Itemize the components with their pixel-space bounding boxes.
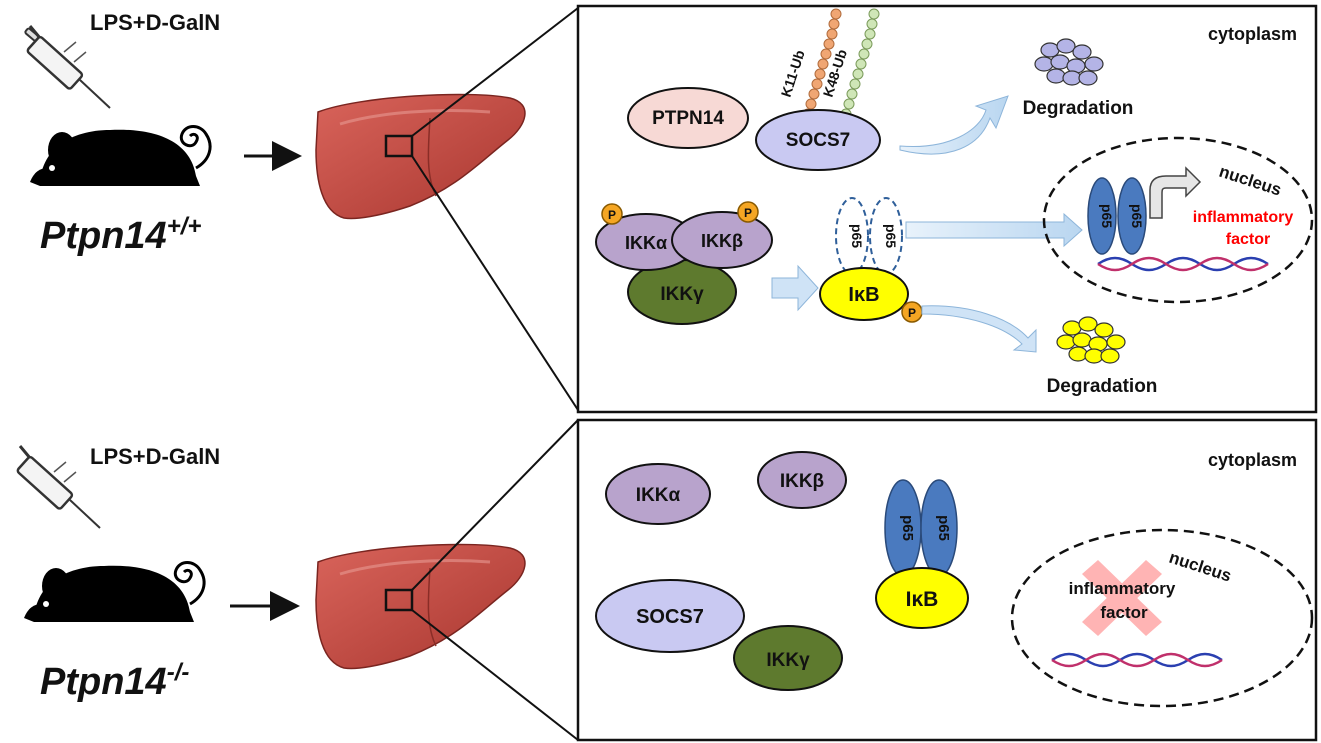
ikka-label-bottom: IKKα bbox=[636, 485, 681, 506]
genotype-label-top: Ptpn14+/+ bbox=[40, 213, 201, 257]
phospho-ikka: P bbox=[601, 203, 623, 225]
genotype-label-bottom: Ptpn14-/- bbox=[40, 659, 189, 703]
k48-ub-chain bbox=[840, 8, 880, 120]
ikkb-protein-bottom bbox=[757, 451, 847, 509]
phospho-ikb: P bbox=[901, 301, 923, 323]
svg-text:P: P bbox=[608, 208, 616, 222]
treatment-label-bottom: LPS+D-GalN bbox=[90, 444, 220, 469]
liver-icon-top bbox=[315, 93, 526, 220]
p65-bottom-label-2: p65 bbox=[935, 515, 952, 541]
ikkg-label-bottom: IKKγ bbox=[766, 650, 810, 671]
p65-bottom-label-1: p65 bbox=[899, 515, 916, 541]
degradation-label-top: Degradation bbox=[1023, 98, 1134, 119]
block-x-icon bbox=[1082, 560, 1162, 636]
socs7-protein-top bbox=[755, 109, 881, 171]
zoom-line-bottom-1 bbox=[411, 419, 579, 591]
socs7-protein-bottom bbox=[595, 579, 745, 653]
nucleus-bottom bbox=[1010, 528, 1314, 708]
arrow-p65-to-nucleus bbox=[905, 212, 1083, 248]
ptpn14-protein bbox=[627, 87, 749, 149]
arrow-ikb-degradation bbox=[921, 305, 1037, 353]
syringe-icon-bottom bbox=[16, 445, 101, 529]
cytoplasm-box-top bbox=[576, 4, 1318, 414]
ikkg-label-top: IKKγ bbox=[660, 284, 704, 305]
arrow-socs7-degradation bbox=[899, 95, 1009, 155]
socs7-label-top: SOCS7 bbox=[786, 130, 850, 151]
ikka-protein-bottom bbox=[605, 463, 711, 525]
dna-helix-bottom bbox=[1051, 652, 1223, 668]
factor-label-bottom: factor bbox=[1100, 603, 1148, 622]
ikkb-protein-top bbox=[671, 211, 773, 269]
degradation-label-ikb: Degradation bbox=[1047, 376, 1158, 397]
p65-nuclear-label-2: p65 bbox=[1129, 204, 1145, 228]
cytoplasm-label-bottom: cytoplasm bbox=[1208, 450, 1297, 470]
ikkg-protein-bottom bbox=[733, 625, 843, 691]
arrow-ikk-to-ikb bbox=[771, 264, 819, 312]
ptpn14-label: PTPN14 bbox=[652, 108, 724, 129]
ikkb-label-top: IKKβ bbox=[701, 231, 743, 251]
ikka-label-top: IKKα bbox=[625, 233, 667, 253]
inflammatory-label-bottom: inflammatory bbox=[1069, 579, 1176, 598]
p65-dashed-label-2: p65 bbox=[883, 224, 899, 248]
liver-icon-bottom bbox=[315, 543, 526, 670]
ikb-protein-top bbox=[819, 267, 909, 321]
degraded-fragments-top bbox=[1034, 38, 1104, 86]
svg-text:P: P bbox=[744, 206, 752, 220]
p65-nuclear-2 bbox=[1117, 177, 1147, 255]
ikb-label-top: IκB bbox=[848, 284, 879, 306]
ikkb-label-bottom: IKKβ bbox=[780, 471, 824, 492]
ikb-label-bottom: IκB bbox=[906, 588, 939, 611]
p65-nuclear-1 bbox=[1087, 177, 1117, 255]
p65-nuclear-label-1: p65 bbox=[1099, 204, 1115, 228]
mouse-icon-bottom bbox=[24, 561, 206, 622]
nucleus-top bbox=[1042, 136, 1314, 304]
mouse-icon-top bbox=[30, 125, 212, 186]
syringe-icon-top bbox=[24, 25, 111, 109]
phospho-ikkb: P bbox=[737, 201, 759, 223]
ikb-protein-bottom bbox=[875, 567, 969, 629]
inflammatory-label-top: inflammatory bbox=[1193, 209, 1294, 226]
zoom-line-bottom-2 bbox=[411, 609, 579, 741]
degraded-fragments-ikb bbox=[1056, 316, 1126, 364]
socs7-label-bottom: SOCS7 bbox=[636, 606, 704, 628]
zoom-line-top-1 bbox=[411, 7, 579, 137]
factor-label-top: factor bbox=[1226, 231, 1270, 248]
treatment-label-top: LPS+D-GalN bbox=[90, 10, 220, 35]
transcription-arrow-icon bbox=[1149, 166, 1202, 219]
svg-text:P: P bbox=[908, 306, 916, 320]
cytoplasm-label-top: cytoplasm bbox=[1208, 24, 1297, 44]
p65-dashed-label-1: p65 bbox=[849, 224, 865, 248]
dna-helix-top bbox=[1097, 256, 1269, 272]
zoom-line-top-2 bbox=[411, 155, 579, 411]
